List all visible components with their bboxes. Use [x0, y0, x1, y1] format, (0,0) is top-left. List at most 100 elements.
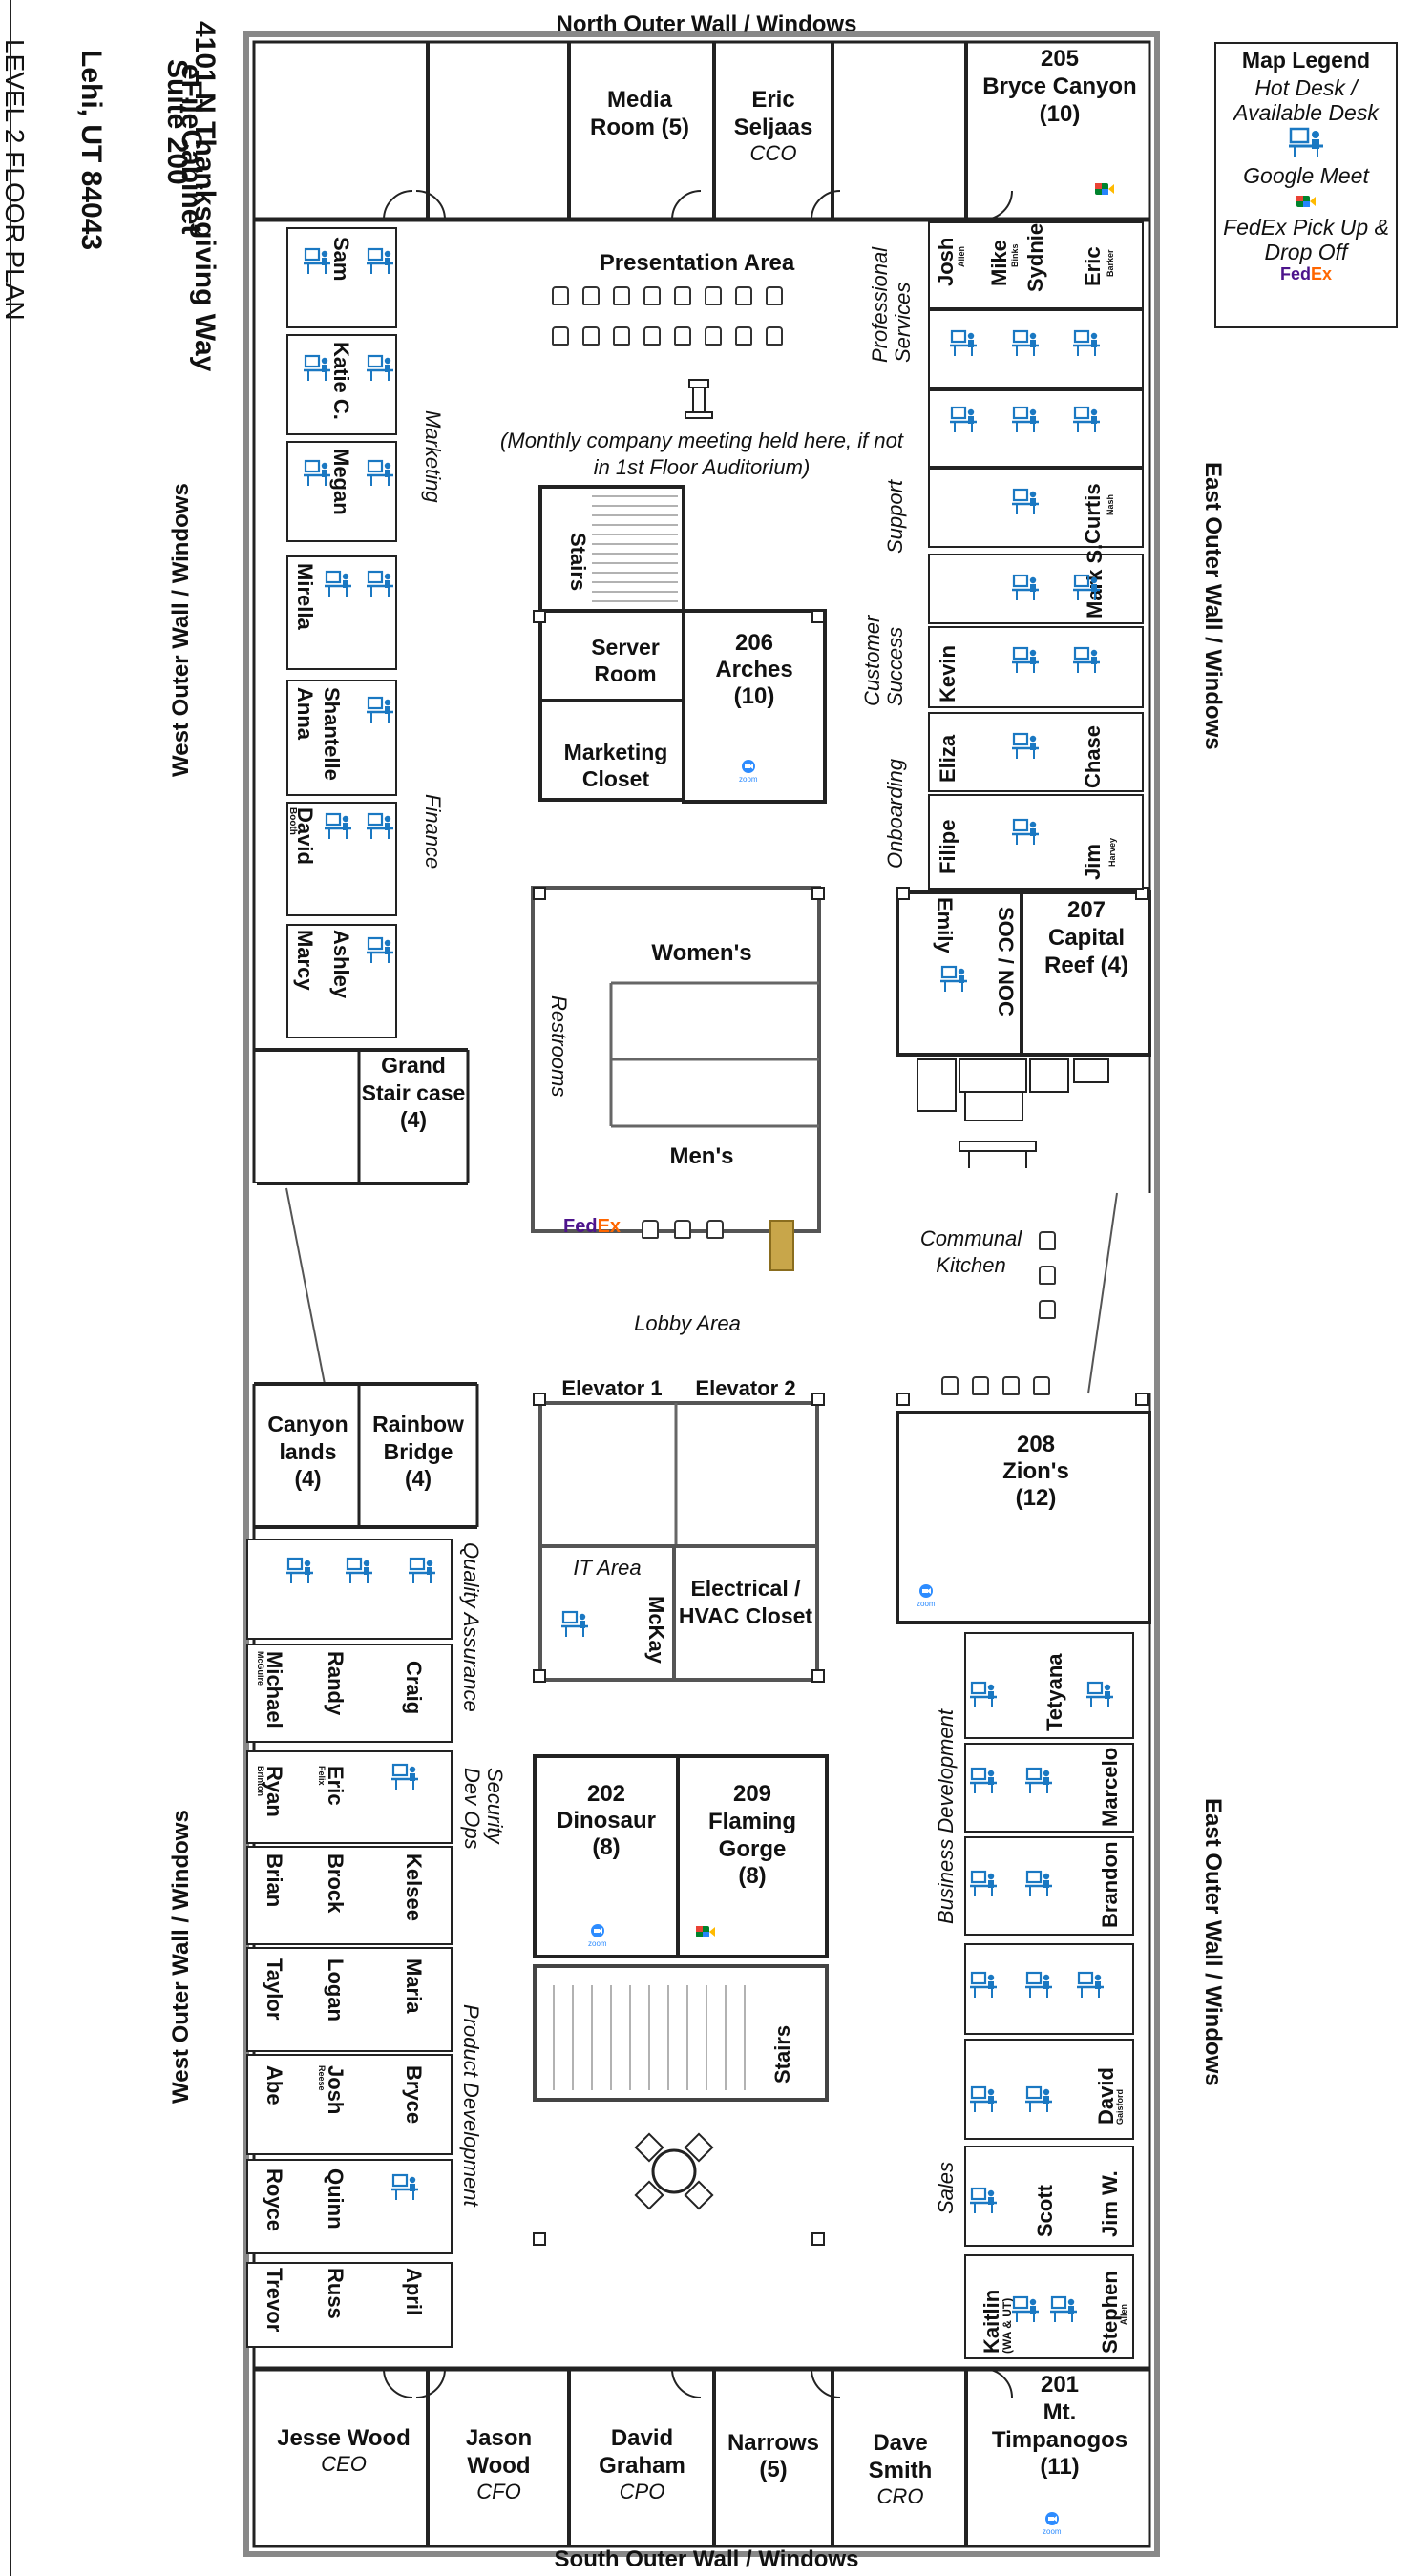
hot-desk-icon[interactable]: [1025, 1970, 1052, 1999]
person-mckay[interactable]: McKay: [644, 1596, 668, 1664]
hot-desk-icon[interactable]: [1073, 645, 1100, 674]
person-chase[interactable]: Chase: [1081, 724, 1105, 788]
person-quinn[interactable]: Quinn: [324, 2168, 348, 2230]
person-filipe[interactable]: Filipe: [936, 819, 959, 874]
hot-desk-icon[interactable]: [409, 1556, 435, 1584]
person-mirella[interactable]: Mirella: [293, 563, 317, 630]
hot-desk-icon[interactable]: [1012, 645, 1039, 674]
hot-desk-icon[interactable]: [304, 458, 330, 487]
office-eric-seljaas[interactable]: Eric Seljaas CCO: [716, 86, 831, 166]
hot-desk-icon[interactable]: [367, 353, 393, 382]
hot-desk-icon[interactable]: [346, 1556, 372, 1584]
room-soc-noc[interactable]: SOC / NOC: [994, 907, 1018, 1016]
person-tetyana[interactable]: Tetyana: [1043, 1653, 1066, 1731]
hot-desk-icon[interactable]: [391, 1762, 418, 1791]
person-taylor[interactable]: Taylor: [263, 1958, 286, 2021]
hot-desk-icon[interactable]: [304, 246, 330, 275]
room-canyonlands[interactable]: Canyon lands (4): [258, 1411, 358, 1492]
person-megan[interactable]: Megan: [329, 449, 353, 515]
hot-desk-icon[interactable]: [1012, 405, 1039, 433]
person-sydnie[interactable]: Sydnie: [1023, 222, 1047, 292]
room-rainbow-bridge[interactable]: Rainbow Bridge (4): [361, 1411, 475, 1492]
hot-desk-icon[interactable]: [950, 405, 977, 433]
hot-desk-icon[interactable]: [1012, 573, 1039, 601]
hot-desk-icon[interactable]: [940, 964, 967, 993]
cubicle-david-booth[interactable]: [286, 802, 397, 916]
office-jesse-wood[interactable]: Jesse Wood CEO: [272, 2424, 415, 2477]
cubicle-scott-jim[interactable]: [964, 2146, 1134, 2247]
room-capital-reef[interactable]: 207 Capital Reef (4): [1029, 897, 1144, 979]
room-electrical-hvac[interactable]: Electrical / HVAC Closet: [678, 1576, 813, 1628]
room-marketing-closet[interactable]: Marketing Closet: [563, 740, 668, 791]
hot-desk-icon[interactable]: [367, 246, 393, 275]
person-eliza[interactable]: Eliza: [936, 734, 959, 783]
hot-desk-icon[interactable]: [970, 1970, 997, 1999]
hot-desk-icon[interactable]: [1086, 1680, 1113, 1708]
hot-desk-icon[interactable]: [367, 458, 393, 487]
cubicle-mirella[interactable]: [286, 555, 397, 670]
hot-desk-icon[interactable]: [367, 935, 393, 964]
person-abe[interactable]: Abe: [263, 2065, 286, 2105]
person-bryce[interactable]: Bryce: [402, 2065, 426, 2125]
office-jason-wood[interactable]: Jason Wood CFO: [434, 2424, 563, 2504]
hot-desk-icon[interactable]: [1012, 2294, 1039, 2323]
person-scott[interactable]: Scott: [1033, 2185, 1057, 2237]
hot-desk-icon[interactable]: [1025, 2084, 1052, 2113]
person-mike-binks[interactable]: Mike: [987, 240, 1011, 286]
cubicle-kaitlin-stephen[interactable]: [964, 2254, 1134, 2359]
hot-desk-icon[interactable]: [1025, 1766, 1052, 1794]
cubicle-royce-quinn[interactable]: [246, 2159, 453, 2254]
hot-desk-icon[interactable]: [970, 1766, 997, 1794]
cubicle-ashley[interactable]: [286, 924, 397, 1038]
cubicle-michael-randy-craig[interactable]: [246, 1644, 453, 1743]
person-jim-harvey[interactable]: Jim: [1081, 844, 1105, 880]
person-curtis-nash[interactable]: Curtis: [1081, 483, 1105, 544]
hot-desk-icon[interactable]: [367, 695, 393, 723]
person-marcy[interactable]: Marcy: [293, 930, 317, 991]
person-jim-w[interactable]: Jim W.: [1098, 2170, 1122, 2237]
hot-desk-icon[interactable]: [391, 2172, 418, 2201]
cubicle-onboarding-filipe[interactable]: [928, 794, 1144, 890]
cubicle-support-curtis[interactable]: [928, 468, 1144, 548]
hot-desk-icon[interactable]: [970, 2186, 997, 2214]
hot-desk-icon[interactable]: [950, 328, 977, 357]
person-ashley[interactable]: Ashley: [329, 930, 353, 999]
cubicle-shantelle[interactable]: [286, 680, 397, 796]
hot-desk-icon[interactable]: [1077, 1970, 1104, 1999]
hot-desk-icon[interactable]: [367, 569, 393, 597]
room-bryce-canyon[interactable]: 205 Bryce Canyon (10): [964, 46, 1155, 128]
cubicle-david-gaisford[interactable]: [964, 2039, 1134, 2140]
elevator-2[interactable]: Elevator 2: [695, 1376, 796, 1400]
person-kevin[interactable]: Kevin: [936, 645, 959, 702]
person-kelsee[interactable]: Kelsee: [402, 1853, 426, 1921]
person-shantelle[interactable]: Shantelle: [320, 687, 344, 781]
hot-desk-icon[interactable]: [970, 2084, 997, 2113]
hot-desk-icon[interactable]: [1012, 817, 1039, 846]
cubicle-megan[interactable]: [286, 441, 397, 542]
room-flaming-gorge[interactable]: 209 Flaming Gorge (8): [680, 1781, 825, 1890]
cubicle-onboarding-eliza[interactable]: [928, 712, 1144, 792]
person-brian[interactable]: Brian: [263, 1853, 286, 1908]
hot-desk-icon[interactable]: [304, 353, 330, 382]
person-randy[interactable]: Randy: [324, 1651, 348, 1716]
person-april[interactable]: April: [402, 2268, 426, 2316]
person-logan[interactable]: Logan: [324, 1958, 348, 2021]
room-media-room[interactable]: Media Room (5): [590, 87, 689, 140]
hot-desk-icon[interactable]: [1012, 731, 1039, 760]
cubicle-professional-services-2[interactable]: [928, 389, 1144, 468]
cubicle-brian-brock-kelsee[interactable]: [246, 1846, 453, 1945]
person-royce[interactable]: Royce: [263, 2168, 286, 2232]
hot-desk-icon[interactable]: [970, 1680, 997, 1708]
elevator-1[interactable]: Elevator 1: [561, 1376, 663, 1400]
cubicle-taylor-logan-maria[interactable]: [246, 1947, 453, 2052]
room-grand-staircase[interactable]: Grand Stair case (4): [361, 1052, 466, 1133]
cubicle-abe-josh-bryce[interactable]: [246, 2054, 453, 2155]
cubicle-sam[interactable]: [286, 227, 397, 328]
room-timpanogos[interactable]: 201 Mt. Timpanogos (11): [974, 2372, 1146, 2481]
hot-desk-icon[interactable]: [561, 1609, 588, 1638]
office-dave-smith[interactable]: Dave Smith CRO: [838, 2429, 962, 2509]
hot-desk-icon[interactable]: [1012, 487, 1039, 515]
person-marcelo[interactable]: Marcelo: [1098, 1747, 1122, 1827]
room-dinosaur[interactable]: 202 Dinosaur (8): [537, 1781, 676, 1861]
person-josh-allen[interactable]: Josh: [934, 237, 958, 286]
